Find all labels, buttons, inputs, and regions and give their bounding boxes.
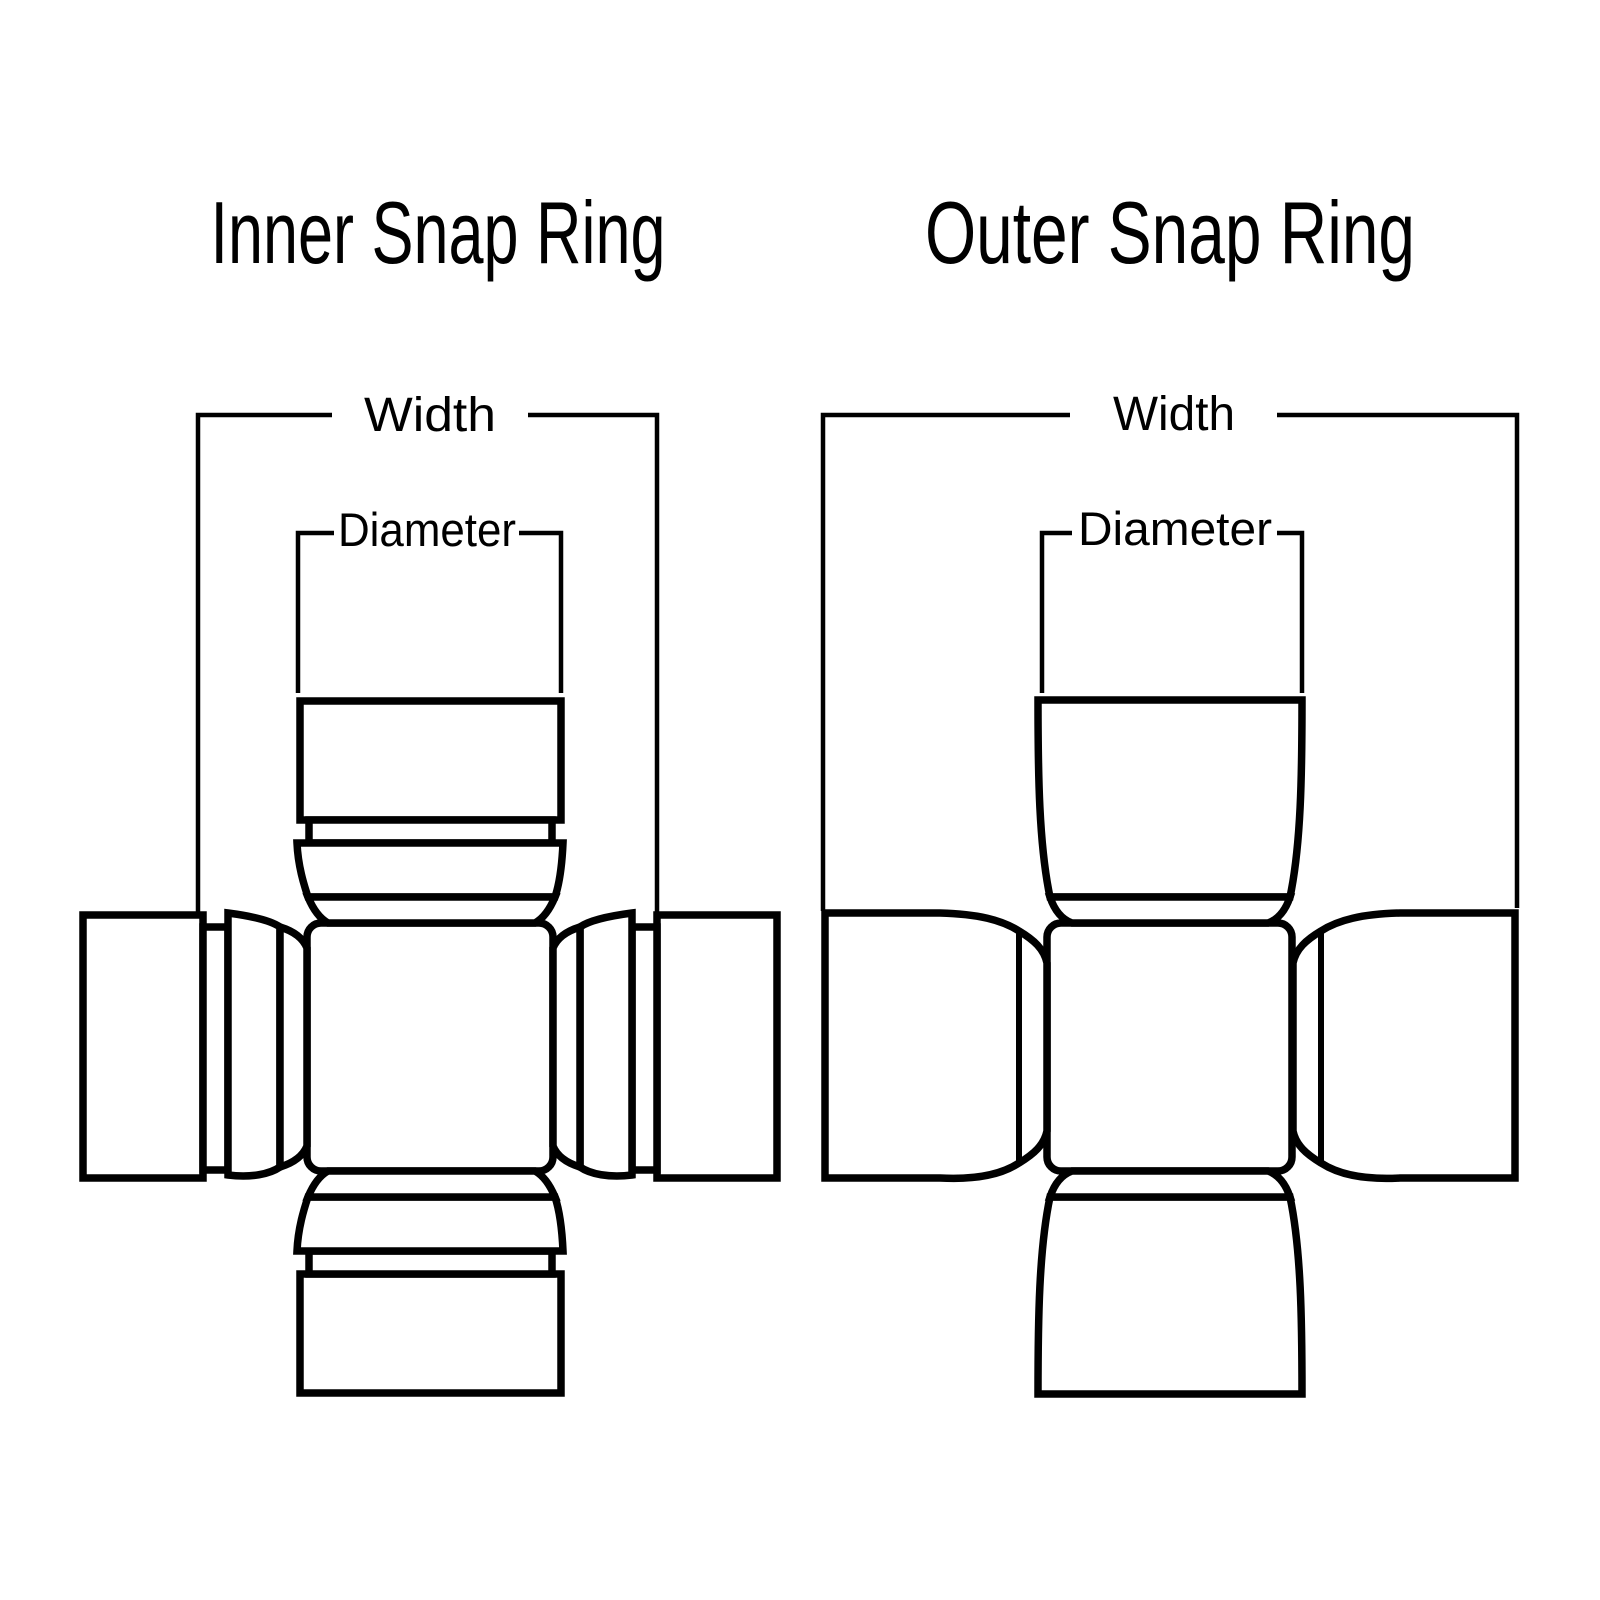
inner-top-cap-flange — [293, 839, 567, 901]
inner-left-trunnion-fillet — [276, 921, 311, 1173]
outer-right-bearing-cap — [1289, 909, 1519, 1183]
inner-diameter-bracket — [295, 530, 564, 693]
inner-width-label: Width — [364, 389, 496, 442]
outer-diagram-title: Outer Snap Ring — [925, 183, 1415, 282]
inner-center-body — [303, 919, 557, 1175]
outer-center-body — [1043, 919, 1296, 1175]
inner-width-bracket — [195, 412, 660, 914]
inner-bottom-cap-flange — [293, 1193, 567, 1255]
inner-left-cap-flange — [224, 908, 284, 1180]
inner-right-bearing-cap — [653, 911, 781, 1182]
inner-top-bearing-cap — [296, 697, 565, 824]
outer-top-bearing-cap — [1034, 696, 1306, 901]
outer-diameter-bracket — [1039, 530, 1305, 693]
inner-bottom-bearing-cap — [296, 1270, 565, 1397]
outer-bottom-bearing-cap — [1034, 1193, 1306, 1398]
outer-width-label: Width — [1113, 388, 1235, 441]
outer-width-bracket — [820, 412, 1520, 911]
inner-left-snap-ring-groove — [199, 923, 232, 1174]
outer-snap-ring-diagram: Outer Snap Ring Width Diameter — [820, 183, 1520, 1398]
outer-left-bearing-cap — [821, 909, 1051, 1183]
inner-diagram-title: Inner Snap Ring — [211, 183, 666, 282]
inner-right-trunnion-fillet — [549, 921, 584, 1173]
inner-snap-ring-diagram: Inner Snap Ring Width Diameter — [79, 183, 781, 1397]
inner-right-cap-flange — [576, 908, 636, 1180]
inner-bottom-trunnion-fillet — [302, 1167, 561, 1201]
inner-diameter-label: Diameter — [338, 503, 516, 556]
outer-diameter-label: Diameter — [1078, 502, 1272, 555]
inner-top-trunnion-fillet — [302, 893, 561, 927]
outer-bottom-trunnion-fillet — [1044, 1167, 1296, 1201]
outer-top-trunnion-fillet — [1044, 893, 1296, 927]
inner-left-bearing-cap — [79, 911, 207, 1182]
